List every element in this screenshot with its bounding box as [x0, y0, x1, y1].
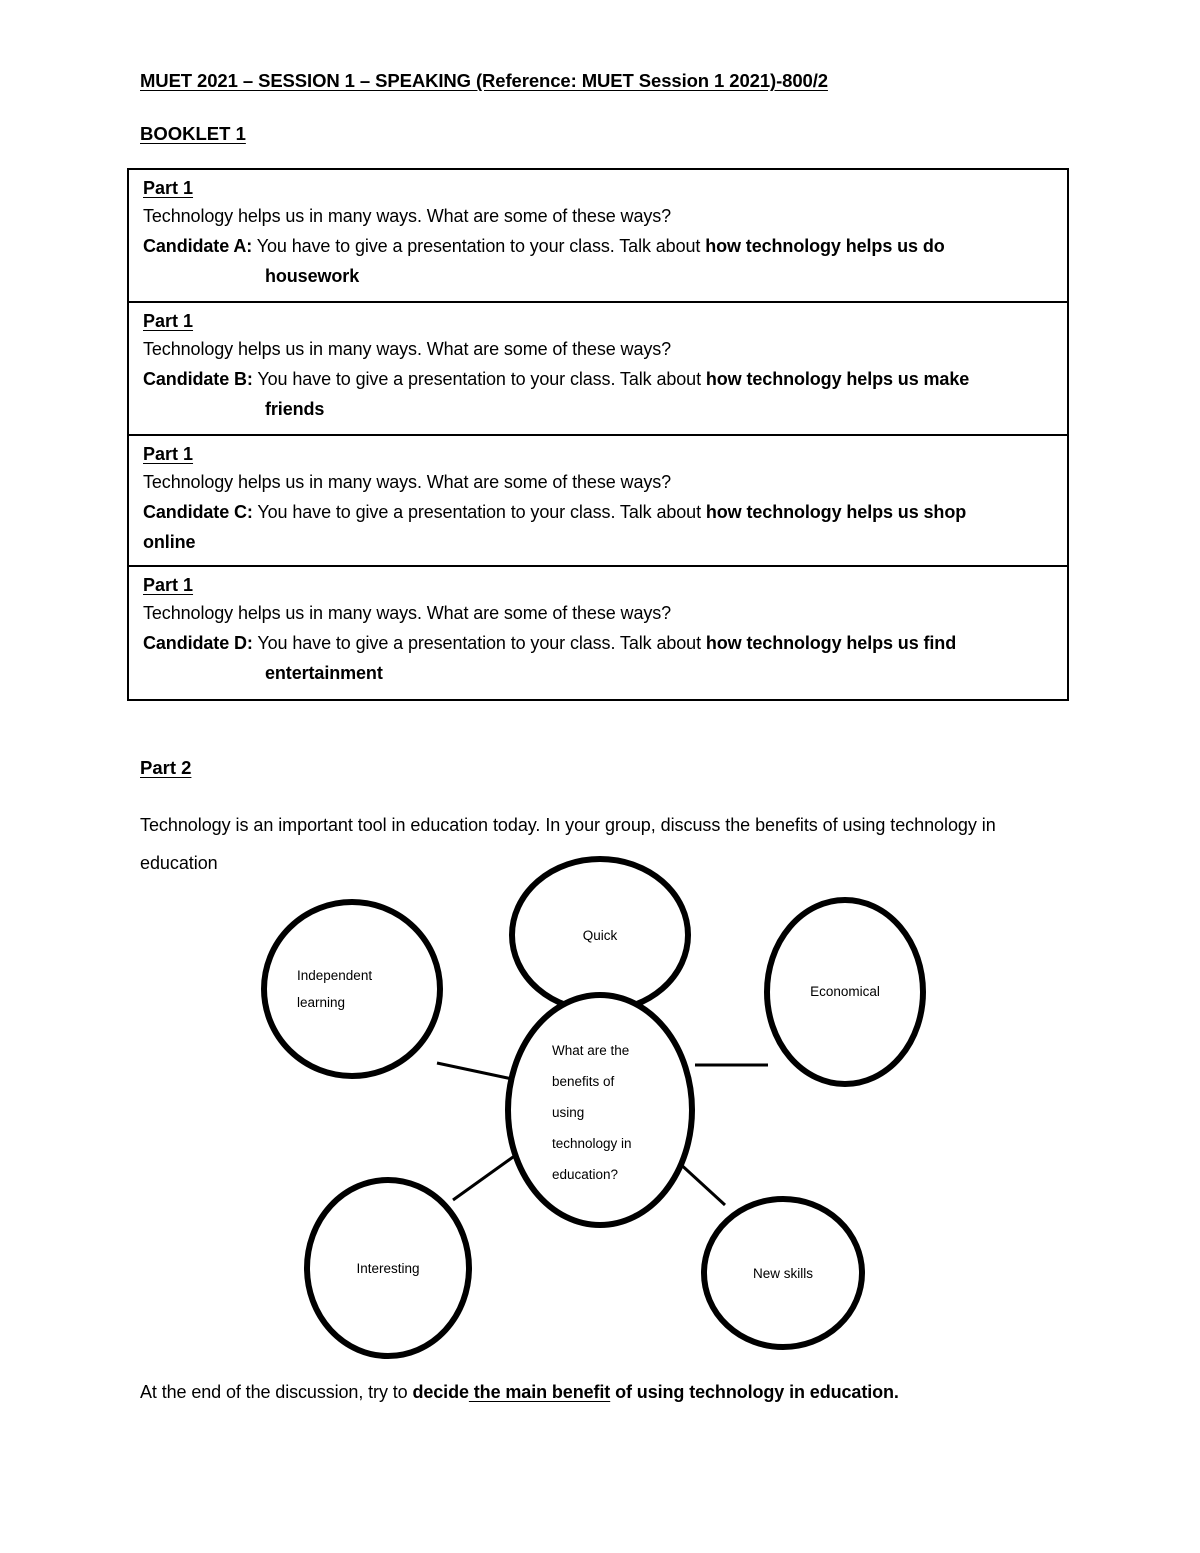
instruction-text: You have to give a presentation to your … [252, 369, 706, 389]
center-label-line2: benefits of [552, 1074, 615, 1089]
center-label-line3: using [552, 1105, 584, 1120]
instruction-text: You have to give a presentation to your … [252, 502, 706, 522]
topic-text-line2: entertainment [265, 663, 383, 683]
part2-label: Part 2 [140, 757, 192, 778]
mindmap-node-economical: Economical [764, 897, 926, 1087]
topic-text-line1: how technology helps us find [705, 633, 957, 653]
closing-tail-text: of using technology in education. [610, 1382, 899, 1402]
task-row-candidate-c: Part 1 Technology helps us in many ways.… [129, 436, 1067, 567]
task-prompt: Technology helps us in many ways. What a… [143, 339, 672, 359]
closing-instruction: At the end of the discussion, try to dec… [140, 1382, 899, 1403]
closing-main-benefit-text: the main benefit [468, 1382, 611, 1402]
topic-text-line1: how technology helps us shop [705, 502, 967, 522]
document-header-title: MUET 2021 – SESSION 1 – SPEAKING (Refere… [140, 70, 828, 91]
task-instruction-line: Candidate D: You have to give a presenta… [143, 628, 1053, 658]
node-label-independent-learning-line2: learning [297, 995, 345, 1010]
mindmap-node-interesting: Interesting [304, 1177, 472, 1359]
mindmap-node-quick: Quick [509, 856, 691, 1014]
node-label-interesting: Interesting [356, 1261, 419, 1276]
part-label: Part 1 [143, 311, 194, 331]
closing-lead-text: At the end of the discussion, try to [140, 1382, 413, 1402]
topic-text-line2: online [143, 532, 196, 552]
node-label-economical: Economical [810, 984, 880, 999]
candidate-label: Candidate D: [143, 633, 253, 653]
instruction-text: You have to give a presentation to your … [252, 633, 706, 653]
benefits-mind-map-diagram: Quick Independent learning Economical In… [255, 855, 945, 1365]
node-label-new-skills: New skills [753, 1266, 813, 1281]
node-label-quick: Quick [583, 928, 618, 943]
mindmap-node-independent-learning: Independent learning [261, 899, 443, 1079]
task-prompt: Technology helps us in many ways. What a… [143, 603, 672, 623]
task-instruction-line: Candidate A: You have to give a presenta… [143, 231, 1053, 261]
booklet-heading: BOOKLET 1 [140, 123, 246, 144]
candidate-label: Candidate B: [143, 369, 253, 389]
topic-text-line2: friends [265, 399, 325, 419]
node-label-independent-learning-line1: Independent [297, 968, 372, 983]
connector-center-to-independent-learning [436, 1061, 518, 1082]
topic-text-line1: how technology helps us do [705, 236, 945, 256]
instruction-text: You have to give a presentation to your … [252, 236, 706, 256]
task-prompt: Technology helps us in many ways. What a… [143, 206, 672, 226]
topic-text-line1: how technology helps us make [705, 369, 970, 389]
part-label: Part 1 [143, 178, 194, 198]
center-label-line1: What are the [552, 1043, 629, 1058]
task-prompt: Technology helps us in many ways. What a… [143, 472, 672, 492]
center-label-line4: technology in [552, 1136, 632, 1151]
candidate-label: Candidate C: [143, 502, 253, 522]
task-instruction-line: Candidate C: You have to give a presenta… [143, 497, 1053, 527]
part2-intro-text: Technology is an important tool in educa… [140, 815, 996, 873]
part-label: Part 1 [143, 575, 194, 595]
closing-decide-text: decide [412, 1382, 469, 1402]
task-row-candidate-d: Part 1 Technology helps us in many ways.… [129, 567, 1067, 699]
part-label: Part 1 [143, 444, 194, 464]
task-instruction-line: Candidate B: You have to give a presenta… [143, 364, 1053, 394]
mindmap-node-center-question: What are the benefits of using technolog… [505, 992, 695, 1228]
candidate-label: Candidate A: [143, 236, 253, 256]
task-row-candidate-a: Part 1 Technology helps us in many ways.… [129, 170, 1067, 303]
center-label-line5: education? [552, 1167, 618, 1182]
part1-task-table: Part 1 Technology helps us in many ways.… [127, 168, 1069, 701]
task-row-candidate-b: Part 1 Technology helps us in many ways.… [129, 303, 1067, 436]
topic-text-line2: housework [265, 266, 360, 286]
mindmap-node-new-skills: New skills [701, 1196, 865, 1350]
